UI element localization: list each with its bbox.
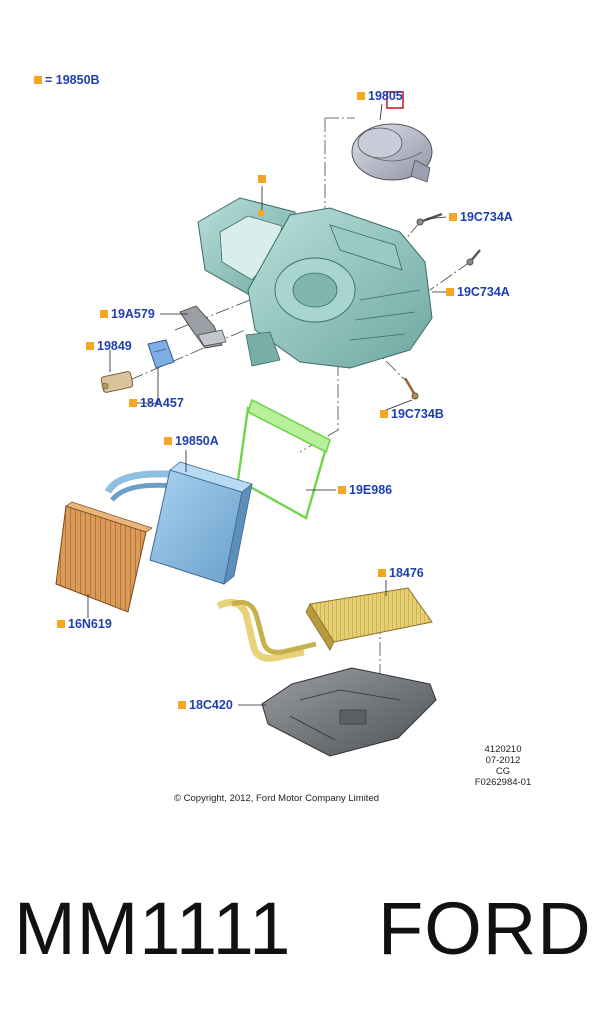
evaporator-drawing bbox=[104, 461, 253, 585]
part-label-evaporator[interactable]: 19850A bbox=[164, 434, 219, 448]
cabin-filter-drawing bbox=[55, 501, 153, 613]
part-label-blower-motor[interactable]: 19805 bbox=[357, 89, 403, 103]
copyright-notice: © Copyright, 2012, Ford Motor Company Li… bbox=[174, 793, 380, 804]
label-marker bbox=[164, 437, 172, 445]
part-id: 19C734A bbox=[460, 210, 513, 224]
screw-drawings bbox=[403, 212, 481, 400]
part-id: 19850A bbox=[175, 434, 219, 448]
part-id: 19E986 bbox=[349, 483, 393, 497]
part-label-screw-b[interactable]: 19C734B bbox=[380, 407, 444, 421]
label-marker bbox=[86, 342, 94, 350]
label-marker bbox=[446, 288, 454, 296]
brand-caption: FORD bbox=[378, 887, 592, 970]
part-label-screw-a-2[interactable]: 19C734A bbox=[446, 285, 510, 299]
label-marker bbox=[129, 399, 137, 407]
part-id: 18C420 bbox=[189, 698, 233, 712]
part-number-caption: MM1111 bbox=[14, 887, 292, 970]
meta-line-4: F0262984-01 bbox=[474, 777, 532, 788]
part-label-actuator[interactable]: 19849 bbox=[86, 339, 132, 353]
part-label-lower-case[interactable]: 18C420 bbox=[178, 698, 233, 712]
part-id: 19805 bbox=[368, 89, 403, 103]
part-label-resistor[interactable]: 18A457 bbox=[129, 396, 184, 410]
label-marker bbox=[178, 701, 186, 709]
heater-core-drawing bbox=[216, 587, 433, 662]
part-id: 19C734B bbox=[391, 407, 444, 421]
label-marker bbox=[357, 92, 365, 100]
label-marker bbox=[258, 175, 266, 183]
part-id: 16N619 bbox=[68, 617, 112, 631]
legend-marker bbox=[34, 76, 42, 84]
part-id: 18A457 bbox=[140, 396, 184, 410]
filter-frame-drawing bbox=[236, 398, 331, 520]
bracket-drawing bbox=[179, 305, 227, 349]
meta-line-2: 07-2012 bbox=[485, 755, 521, 766]
part-id: 19A579 bbox=[111, 307, 155, 321]
part-label-housing[interactable] bbox=[258, 172, 269, 186]
meta-line-3: CG bbox=[495, 766, 511, 777]
part-label-filter-frame[interactable]: 19E986 bbox=[338, 483, 392, 497]
legend: = 19850B bbox=[34, 73, 100, 87]
blower-motor-drawing bbox=[351, 91, 433, 183]
resistor-drawing bbox=[147, 339, 175, 369]
legend-text: = 19850B bbox=[45, 73, 100, 87]
part-id: 19C734A bbox=[457, 285, 510, 299]
actuator-drawing bbox=[100, 371, 134, 393]
hvac-housing-drawing bbox=[197, 197, 433, 369]
part-label-cabin-filter[interactable]: 16N619 bbox=[57, 617, 112, 631]
label-marker bbox=[378, 569, 386, 577]
label-marker bbox=[338, 486, 346, 494]
part-label-screw-a-1[interactable]: 19C734A bbox=[449, 210, 513, 224]
part-label-heater-core[interactable]: 18476 bbox=[378, 566, 424, 580]
label-marker bbox=[449, 213, 457, 221]
label-marker bbox=[57, 620, 65, 628]
part-id: 19849 bbox=[97, 339, 132, 353]
label-marker bbox=[100, 310, 108, 318]
lower-case-drawing bbox=[261, 667, 437, 757]
part-id: 18476 bbox=[389, 566, 424, 580]
label-marker bbox=[380, 410, 388, 418]
drawing-meta: 4120210 07-2012 CG F0262984-01 bbox=[472, 744, 534, 788]
meta-line-1: 4120210 bbox=[484, 744, 522, 755]
part-label-bracket[interactable]: 19A579 bbox=[100, 307, 155, 321]
